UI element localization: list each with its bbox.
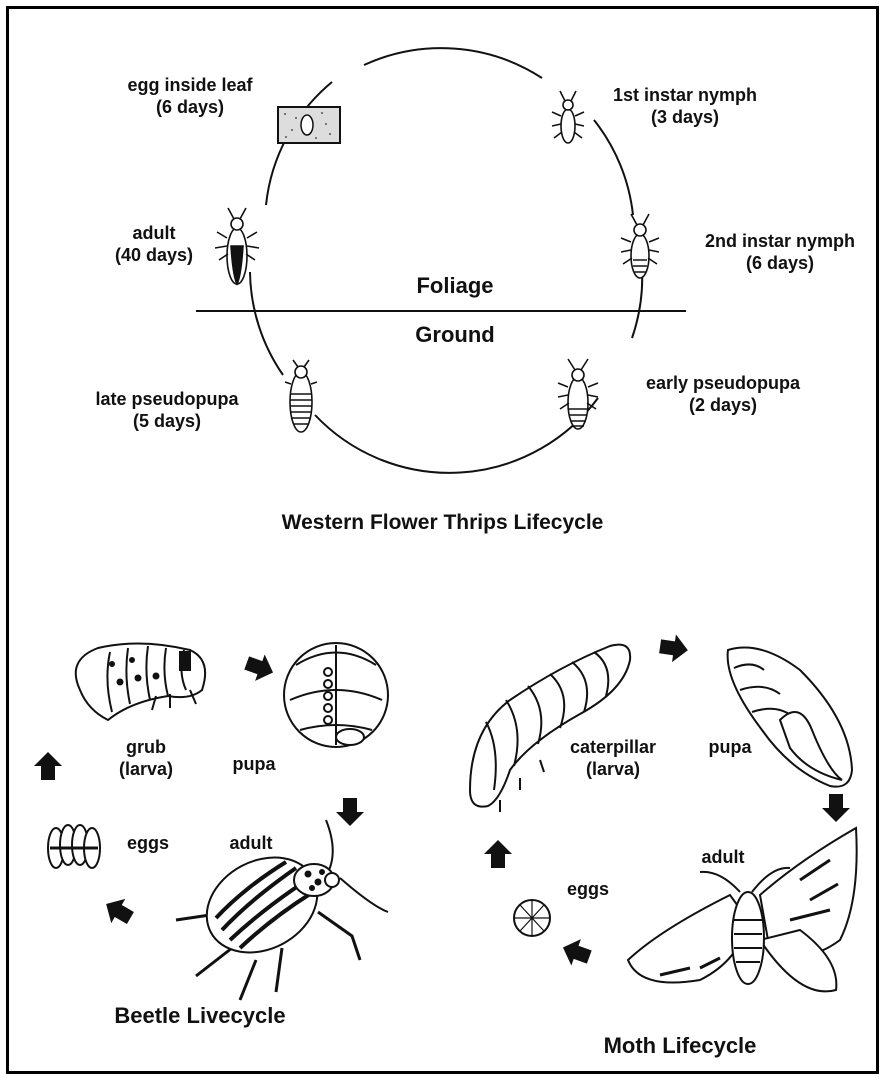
adult-thrips-duration: (40 days) (104, 244, 204, 266)
label-moth-adult: adult (678, 846, 768, 868)
second-instar-nymph-icon (621, 214, 659, 278)
moth-arrow-adult-to-eggs (558, 934, 594, 970)
first-instar-duration: (3 days) (595, 106, 775, 128)
beetle-pupa-icon (284, 643, 388, 747)
grub-larva-icon (76, 643, 205, 720)
moth-eggs-icon (514, 900, 550, 936)
label-egg-inside-leaf: egg inside leaf (6 days) (100, 74, 280, 118)
label-beetle-pupa: pupa (214, 753, 294, 775)
beetle-arrow-adult-to-eggs (99, 892, 137, 930)
label-second-instar-nymph: 2nd instar nymph (6 days) (680, 230, 880, 274)
grub-subtitle: (larva) (96, 758, 196, 780)
beetle-arrow-larva-to-pupa (242, 650, 278, 686)
beetle-cycle (34, 643, 388, 1000)
moth-cycle (470, 632, 857, 991)
first-instar-name: 1st instar nymph (595, 84, 775, 106)
caterpillar-name: caterpillar (548, 736, 678, 758)
moth-arrow-eggs-to-larva (484, 840, 512, 868)
beetle-arrow-eggs-to-larva (34, 752, 62, 780)
label-moth-pupa: pupa (690, 736, 770, 758)
second-instar-name: 2nd instar nymph (680, 230, 880, 252)
label-moth-eggs: eggs (548, 878, 628, 900)
early-pseudopupa-name: early pseudopupa (628, 372, 818, 394)
first-instar-nymph-icon (552, 91, 584, 143)
ground-label: Ground (380, 322, 530, 348)
late-pseudopupa-icon (285, 360, 317, 432)
grub-name: grub (96, 736, 196, 758)
moth-title: Moth Lifecycle (560, 1033, 800, 1059)
label-adult-thrips: adult (40 days) (104, 222, 204, 266)
moth-arrow-larva-to-pupa (658, 632, 690, 664)
label-caterpillar-larva: caterpillar (larva) (548, 736, 678, 780)
label-grub-larva: grub (larva) (96, 736, 196, 780)
caterpillar-subtitle: (larva) (548, 758, 678, 780)
caterpillar-larva-icon (470, 645, 630, 812)
late-pseudopupa-duration: (5 days) (72, 410, 262, 432)
moth-pupa-icon (728, 648, 852, 787)
foliage-label: Foliage (380, 273, 530, 299)
label-late-pseudopupa: late pseudopupa (5 days) (72, 388, 262, 432)
moth-arrow-pupa-to-adult (822, 794, 850, 822)
leaf-egg-icon (278, 107, 340, 143)
thrips-title: Western Flower Thrips Lifecycle (200, 512, 685, 534)
label-beetle-adult: adult (206, 832, 296, 854)
early-pseudopupa-duration: (2 days) (628, 394, 818, 416)
second-instar-duration: (6 days) (680, 252, 880, 274)
egg-stage-duration: (6 days) (100, 96, 280, 118)
beetle-eggs-icon (48, 825, 100, 868)
beetle-arrow-pupa-to-adult (336, 798, 364, 826)
label-beetle-eggs: eggs (108, 832, 188, 854)
label-early-pseudopupa: early pseudopupa (2 days) (628, 372, 818, 416)
adult-thrips-icon (215, 208, 259, 284)
beetle-title: Beetle Livecycle (80, 1003, 320, 1029)
adult-thrips-name: adult (104, 222, 204, 244)
early-pseudopupa-icon (558, 359, 598, 429)
late-pseudopupa-name: late pseudopupa (72, 388, 262, 410)
label-first-instar-nymph: 1st instar nymph (3 days) (595, 84, 775, 128)
egg-stage-name: egg inside leaf (100, 74, 280, 96)
